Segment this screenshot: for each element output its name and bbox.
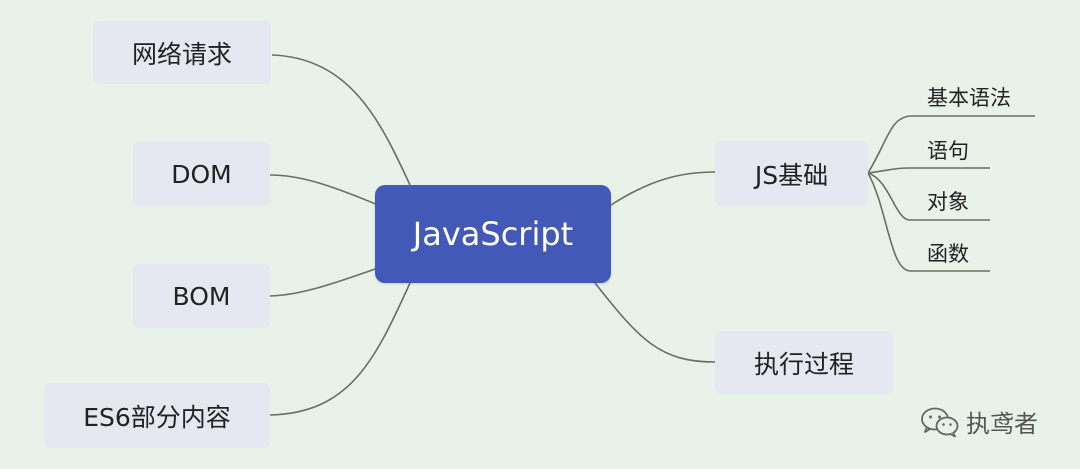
- root-node[interactable]: JavaScript: [375, 185, 611, 283]
- connector-child-1: [867, 115, 1035, 174]
- wechat-icon: [920, 406, 960, 438]
- connector-es6: [269, 282, 411, 416]
- node-label: DOM: [171, 159, 232, 189]
- watermark: 执鸢者: [920, 404, 1038, 439]
- root-label: JavaScript: [412, 215, 574, 253]
- watermark-text: 执鸢者: [966, 410, 1038, 438]
- connector-child-2: [867, 167, 990, 174]
- node-label: JS基础: [754, 160, 829, 190]
- node-dom[interactable]: DOM: [133, 142, 270, 206]
- node-label: ES6部分内容: [83, 402, 231, 432]
- leaf-functions[interactable]: 函数: [927, 242, 969, 266]
- leaf-statements[interactable]: 语句: [927, 139, 969, 163]
- node-js-basics[interactable]: JS基础: [715, 141, 868, 206]
- node-network-request[interactable]: 网络请求: [93, 21, 271, 84]
- node-bom[interactable]: BOM: [133, 264, 270, 328]
- node-label: 网络请求: [131, 39, 232, 69]
- node-label: 执行过程: [753, 349, 854, 379]
- leaf-basic-syntax[interactable]: 基本语法: [927, 86, 1011, 110]
- connector-dom: [269, 174, 379, 206]
- connector-network: [271, 54, 411, 186]
- node-es6[interactable]: ES6部分内容: [44, 383, 270, 448]
- node-label: BOM: [172, 281, 231, 311]
- connector-jsbase: [610, 171, 716, 206]
- node-execution-process[interactable]: 执行过程: [715, 331, 893, 394]
- connector-child-4: [867, 172, 990, 272]
- connector-child-3: [867, 172, 990, 221]
- leaf-objects[interactable]: 对象: [927, 190, 969, 214]
- connector-bom: [269, 267, 379, 297]
- connector-exec: [594, 282, 716, 363]
